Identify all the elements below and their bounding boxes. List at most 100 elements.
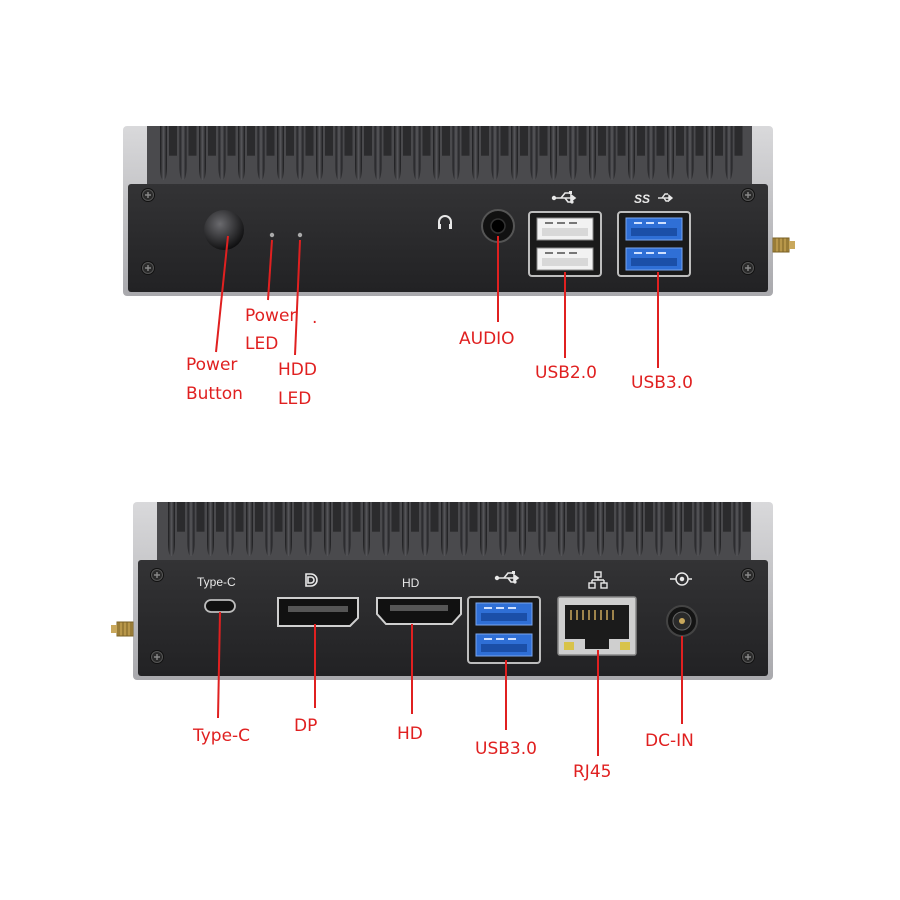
heatsink-fin-shadow xyxy=(364,126,372,156)
heatsink-fin xyxy=(285,502,292,556)
heatsink-fin xyxy=(706,126,713,180)
heatsink-fin xyxy=(694,502,702,556)
heatsink-fin-shadow xyxy=(227,126,236,156)
power-led xyxy=(269,232,275,238)
heatsink-fin-shadow xyxy=(422,126,431,156)
heatsink-fin-shadow xyxy=(255,502,263,532)
heatsink-fin-shadow xyxy=(489,502,497,532)
heatsink-fin xyxy=(608,126,616,180)
heatsink-fin-shadow xyxy=(676,126,684,156)
heatsink-fin xyxy=(257,126,265,180)
heatsink-fin xyxy=(421,502,429,556)
heatsink-fin xyxy=(304,502,312,556)
heatsink-fin-shadow xyxy=(500,126,509,156)
heatsink-fin xyxy=(519,502,526,556)
heatsink-fin xyxy=(187,502,195,556)
heatsink-fin-shadow xyxy=(294,502,302,532)
heatsink-fin xyxy=(530,126,538,180)
label-typec: Type-C xyxy=(192,726,250,746)
heatsink-fin-shadow xyxy=(208,126,216,156)
heatsink-fin-shadow xyxy=(235,502,244,532)
heatsink-fin xyxy=(207,502,214,556)
heatsink-fin xyxy=(277,126,284,180)
heatsink-fin xyxy=(675,502,682,556)
heatsink-fin-shadow xyxy=(695,126,704,156)
heatsink-fin-shadow xyxy=(177,502,185,532)
heatsink-fin xyxy=(667,126,674,180)
heatsink-fin-shadow xyxy=(352,502,361,532)
front-callout-lines xyxy=(215,235,659,368)
heatsink-fin xyxy=(382,502,390,556)
heatsink-fin-shadow xyxy=(625,502,634,532)
dc-in-port[interactable] xyxy=(666,605,698,637)
front-faceplate xyxy=(128,184,768,292)
typec-port[interactable] xyxy=(204,599,236,613)
label-dp: DP xyxy=(294,716,317,736)
displayport-port[interactable] xyxy=(277,597,359,627)
heatsink-fin-shadow xyxy=(637,126,645,156)
heatsink-fin-shadow xyxy=(274,502,283,532)
heatsink-fin-shadow xyxy=(469,502,478,532)
usb2-ports[interactable] xyxy=(528,211,602,277)
rear-heatsink-fins xyxy=(168,502,751,556)
heatsink-fin xyxy=(460,502,468,556)
heatsink-fin xyxy=(343,502,351,556)
displayport-icon xyxy=(305,573,318,587)
heatsink-fin xyxy=(238,126,245,180)
heatsink-fin xyxy=(363,502,370,556)
usb3-ports-rear[interactable] xyxy=(467,596,541,664)
antenna-connector-rear xyxy=(111,621,134,637)
heatsink-fin-shadow xyxy=(188,126,197,156)
label-power-led-line2: LED xyxy=(245,334,278,354)
heatsink-fin-shadow xyxy=(734,126,743,156)
heatsink-fin-shadow xyxy=(567,502,575,532)
heatsink-fin xyxy=(636,502,643,556)
heatsink-fin xyxy=(433,126,440,180)
heatsink-fin-shadow xyxy=(333,502,341,532)
heatsink-fin xyxy=(226,502,234,556)
silk-hd: HD xyxy=(402,576,420,590)
heatsink-fin-shadow xyxy=(723,502,731,532)
heatsink-fin-shadow xyxy=(325,126,333,156)
ss-usb-icon: SS xyxy=(634,192,674,206)
heatsink-fin xyxy=(628,126,635,180)
heatsink-fin xyxy=(394,126,401,180)
rear-callout-lines xyxy=(217,611,683,756)
heatsink-fin-shadow xyxy=(742,502,751,532)
label-usb2: USB2.0 xyxy=(535,363,597,383)
usb-icon xyxy=(494,571,520,584)
heatsink-fin-shadow xyxy=(411,502,419,532)
front-labels: Power Button Power . LED HDD LED AUDIO U… xyxy=(186,306,693,409)
heatsink-fin-shadow xyxy=(344,126,353,156)
usb3-ports-front[interactable] xyxy=(617,211,691,277)
heatsink-fin-shadow xyxy=(169,126,177,156)
heatsink-fin-shadow xyxy=(508,502,517,532)
heatsink-fin-shadow xyxy=(715,126,723,156)
heatsink-fin xyxy=(168,502,175,556)
heatsink-fin-shadow xyxy=(547,502,556,532)
heatsink-fin xyxy=(413,126,421,180)
hdmi-port[interactable] xyxy=(376,597,462,625)
power-button[interactable] xyxy=(204,210,244,250)
heatsink-fin-shadow xyxy=(606,502,614,532)
rj45-port[interactable] xyxy=(557,596,637,656)
heatsink-fin-shadow xyxy=(528,502,536,532)
heatsink-fin-shadow xyxy=(645,502,653,532)
heatsink-fin xyxy=(655,502,663,556)
heatsink-fin-shadow xyxy=(559,126,567,156)
heatsink-fin-shadow xyxy=(664,502,673,532)
heatsink-fin-shadow xyxy=(247,126,255,156)
heatsink-fin xyxy=(179,126,187,180)
dc-power-icon xyxy=(670,572,692,586)
heatsink-fin-shadow xyxy=(481,126,489,156)
heatsink-fin xyxy=(355,126,362,180)
heatsink-fin-shadow xyxy=(684,502,692,532)
heatsink-fin-shadow xyxy=(383,126,392,156)
heatsink-fin-shadow xyxy=(442,126,450,156)
heatsink-fin xyxy=(402,502,409,556)
heatsink-fin-shadow xyxy=(430,502,439,532)
heatsink-fin-shadow xyxy=(703,502,712,532)
heatsink-fin xyxy=(441,502,448,556)
heatsink-fin-shadow xyxy=(286,126,294,156)
